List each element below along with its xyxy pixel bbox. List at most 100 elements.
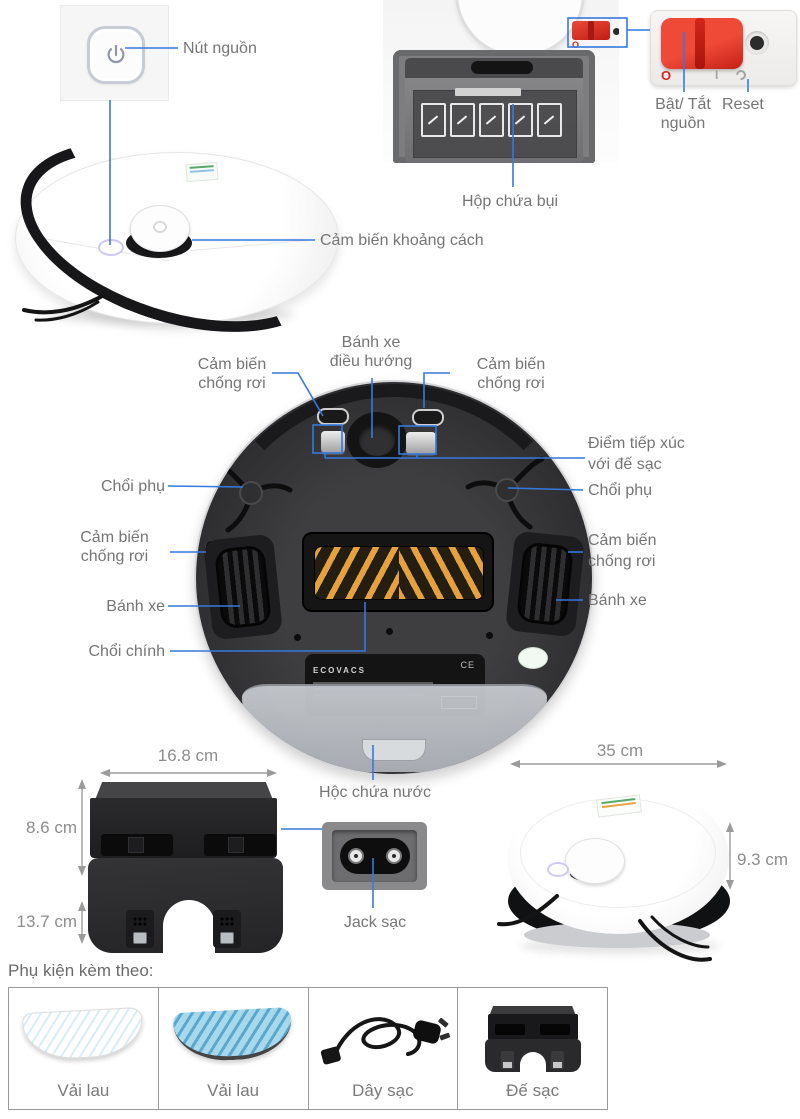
label-wheel-right: Bánh xe [588,592,647,609]
dust-bin-window [413,90,577,158]
wheel-left [213,544,273,630]
label-reset: Reset [722,96,764,113]
wheel-right [515,541,575,627]
ce-mark: CE [460,660,475,670]
accessory-cell-dock: Đế sạc [458,988,607,1109]
side-brush-right [465,456,545,530]
label-caster-line2: điều hướng [329,353,413,370]
accessory-cell-mop-pad-1: Vải lau [9,988,159,1109]
caster-wheel-inner [359,424,395,456]
photo-off-mark: O [572,40,580,50]
accessories-table: Vải lau Vải lau Dây sạc [8,987,608,1110]
rocker-ridge [695,18,705,69]
accessory-label: Vải lau [57,1081,110,1100]
photo-power-switch [572,21,610,40]
dust-bin-icon-row [421,103,573,139]
side-brush-whiskers [22,292,108,322]
charging-contact [406,432,436,454]
brand-text: ECOVACS [313,666,366,675]
power-button [87,26,145,84]
side-brush-left [213,459,293,533]
label-side-brush-right: Chổi phụ [588,482,653,499]
screw [294,634,301,641]
lds-turret [130,205,190,252]
drop-sensor [412,409,444,426]
label-main-brush: Chổi chính [88,643,166,660]
side-whisker-right [638,915,712,962]
instruction-icon [479,103,504,137]
label-wheel-left: Bánh xe [106,598,165,615]
screw [486,632,493,639]
label-drop-sensor-right: Cảm biến chống rơi [588,532,657,570]
dust-bin-handle [471,61,533,74]
label-side-brush-left: Chổi phụ [100,478,165,495]
label-power-switch: Bật/ Tắt nguồn [648,95,718,133]
accessories-heading: Phụ kiện kèm theo: [8,961,154,980]
dust-bin-label-strip [455,88,521,96]
dock-top-face [95,782,273,800]
dock-base-notch [163,900,215,953]
dock-ir-sensor [228,837,244,853]
drop-sensor [317,408,349,425]
main-brush [314,546,484,600]
label-charge-jack: Jack sạc [343,914,407,931]
robot-bottom-view: ECOVACS CE [194,380,594,776]
label-caster: Bánh xe điều hướng [311,333,431,371]
label-power-switch-line2: nguồn [660,115,706,132]
label-power-button: Nút nguồn [183,40,257,57]
accessory-cell-mop-pad-2: Vải lau [159,988,309,1109]
instruction-icon [508,103,533,137]
power-button-closeup [60,5,169,101]
side-lds-turret [565,838,625,884]
dim-dock-lower-height: 13.7 cm [16,912,77,931]
dim-robot-height: 9.3 cm [737,850,789,869]
dim-robot-diameter: 35 cm [596,741,644,760]
robot-power-touch [98,239,124,256]
dim-dock-width: 16.8 cm [157,746,219,765]
label-drop-sensor-top-left: Cảm biến chống rơi [197,356,267,392]
instruction-icon [537,103,562,137]
dock-charge-pin [213,910,241,948]
robot-top-sticker [185,161,219,183]
water-tank-notch [362,739,426,761]
label-power-switch-line1: Bật/ Tắt [655,96,711,113]
label-distance-sensor: Cảm biến khoảng cách [320,232,484,249]
dock-ir-sensor [128,837,144,853]
instruction-icon [450,103,475,137]
dust-box-photo: O [383,0,619,163]
jack-pin [386,848,402,864]
label-drop-sensor-left: Cảm biến chống rơi [80,529,149,565]
charging-contact [321,431,345,453]
jack-pin [348,848,364,864]
lds-turret-dot [153,221,167,233]
green-sticker [518,647,548,669]
mop-pad-blue [172,1006,294,1064]
charging-cable [320,1017,450,1065]
accessory-label: Vải lau [207,1081,260,1100]
reset-button [750,36,764,50]
accessory-label: Đế sạc [506,1081,560,1100]
label-drop-sensor-top-right: Cảm biến chống rơi [476,356,546,392]
label-dust-box: Hộp chứa bụi [461,193,559,210]
label-water-tank: Hộc chứa nước [319,784,431,801]
accessory-label: Dây sạc [352,1081,414,1100]
power-icon [107,44,125,64]
switch-panel-closeup: O I [650,10,797,86]
switch-on-mark: I [715,68,719,82]
power-rocker-switch [661,18,743,69]
dock-front-face [90,798,277,858]
mop-pad-white [22,1006,145,1062]
accessory-cell-cable: Dây sạc [309,988,459,1109]
reset-symbol-icon [733,67,749,83]
side-power-touch [547,862,569,877]
dock-mini [484,1006,581,1072]
dim-dock-upper-height: 8.6 cm [25,818,77,837]
instruction-icon [421,103,446,137]
switch-off-mark: O [661,68,672,83]
side-whisker-left [497,894,559,927]
label-caster-line1: Bánh xe [341,334,401,351]
photo-reset-dot [613,28,619,35]
dock-charge-pin [126,910,154,948]
label-charge-contacts: Điểm tiếp xúc với đế sạc [588,435,685,473]
